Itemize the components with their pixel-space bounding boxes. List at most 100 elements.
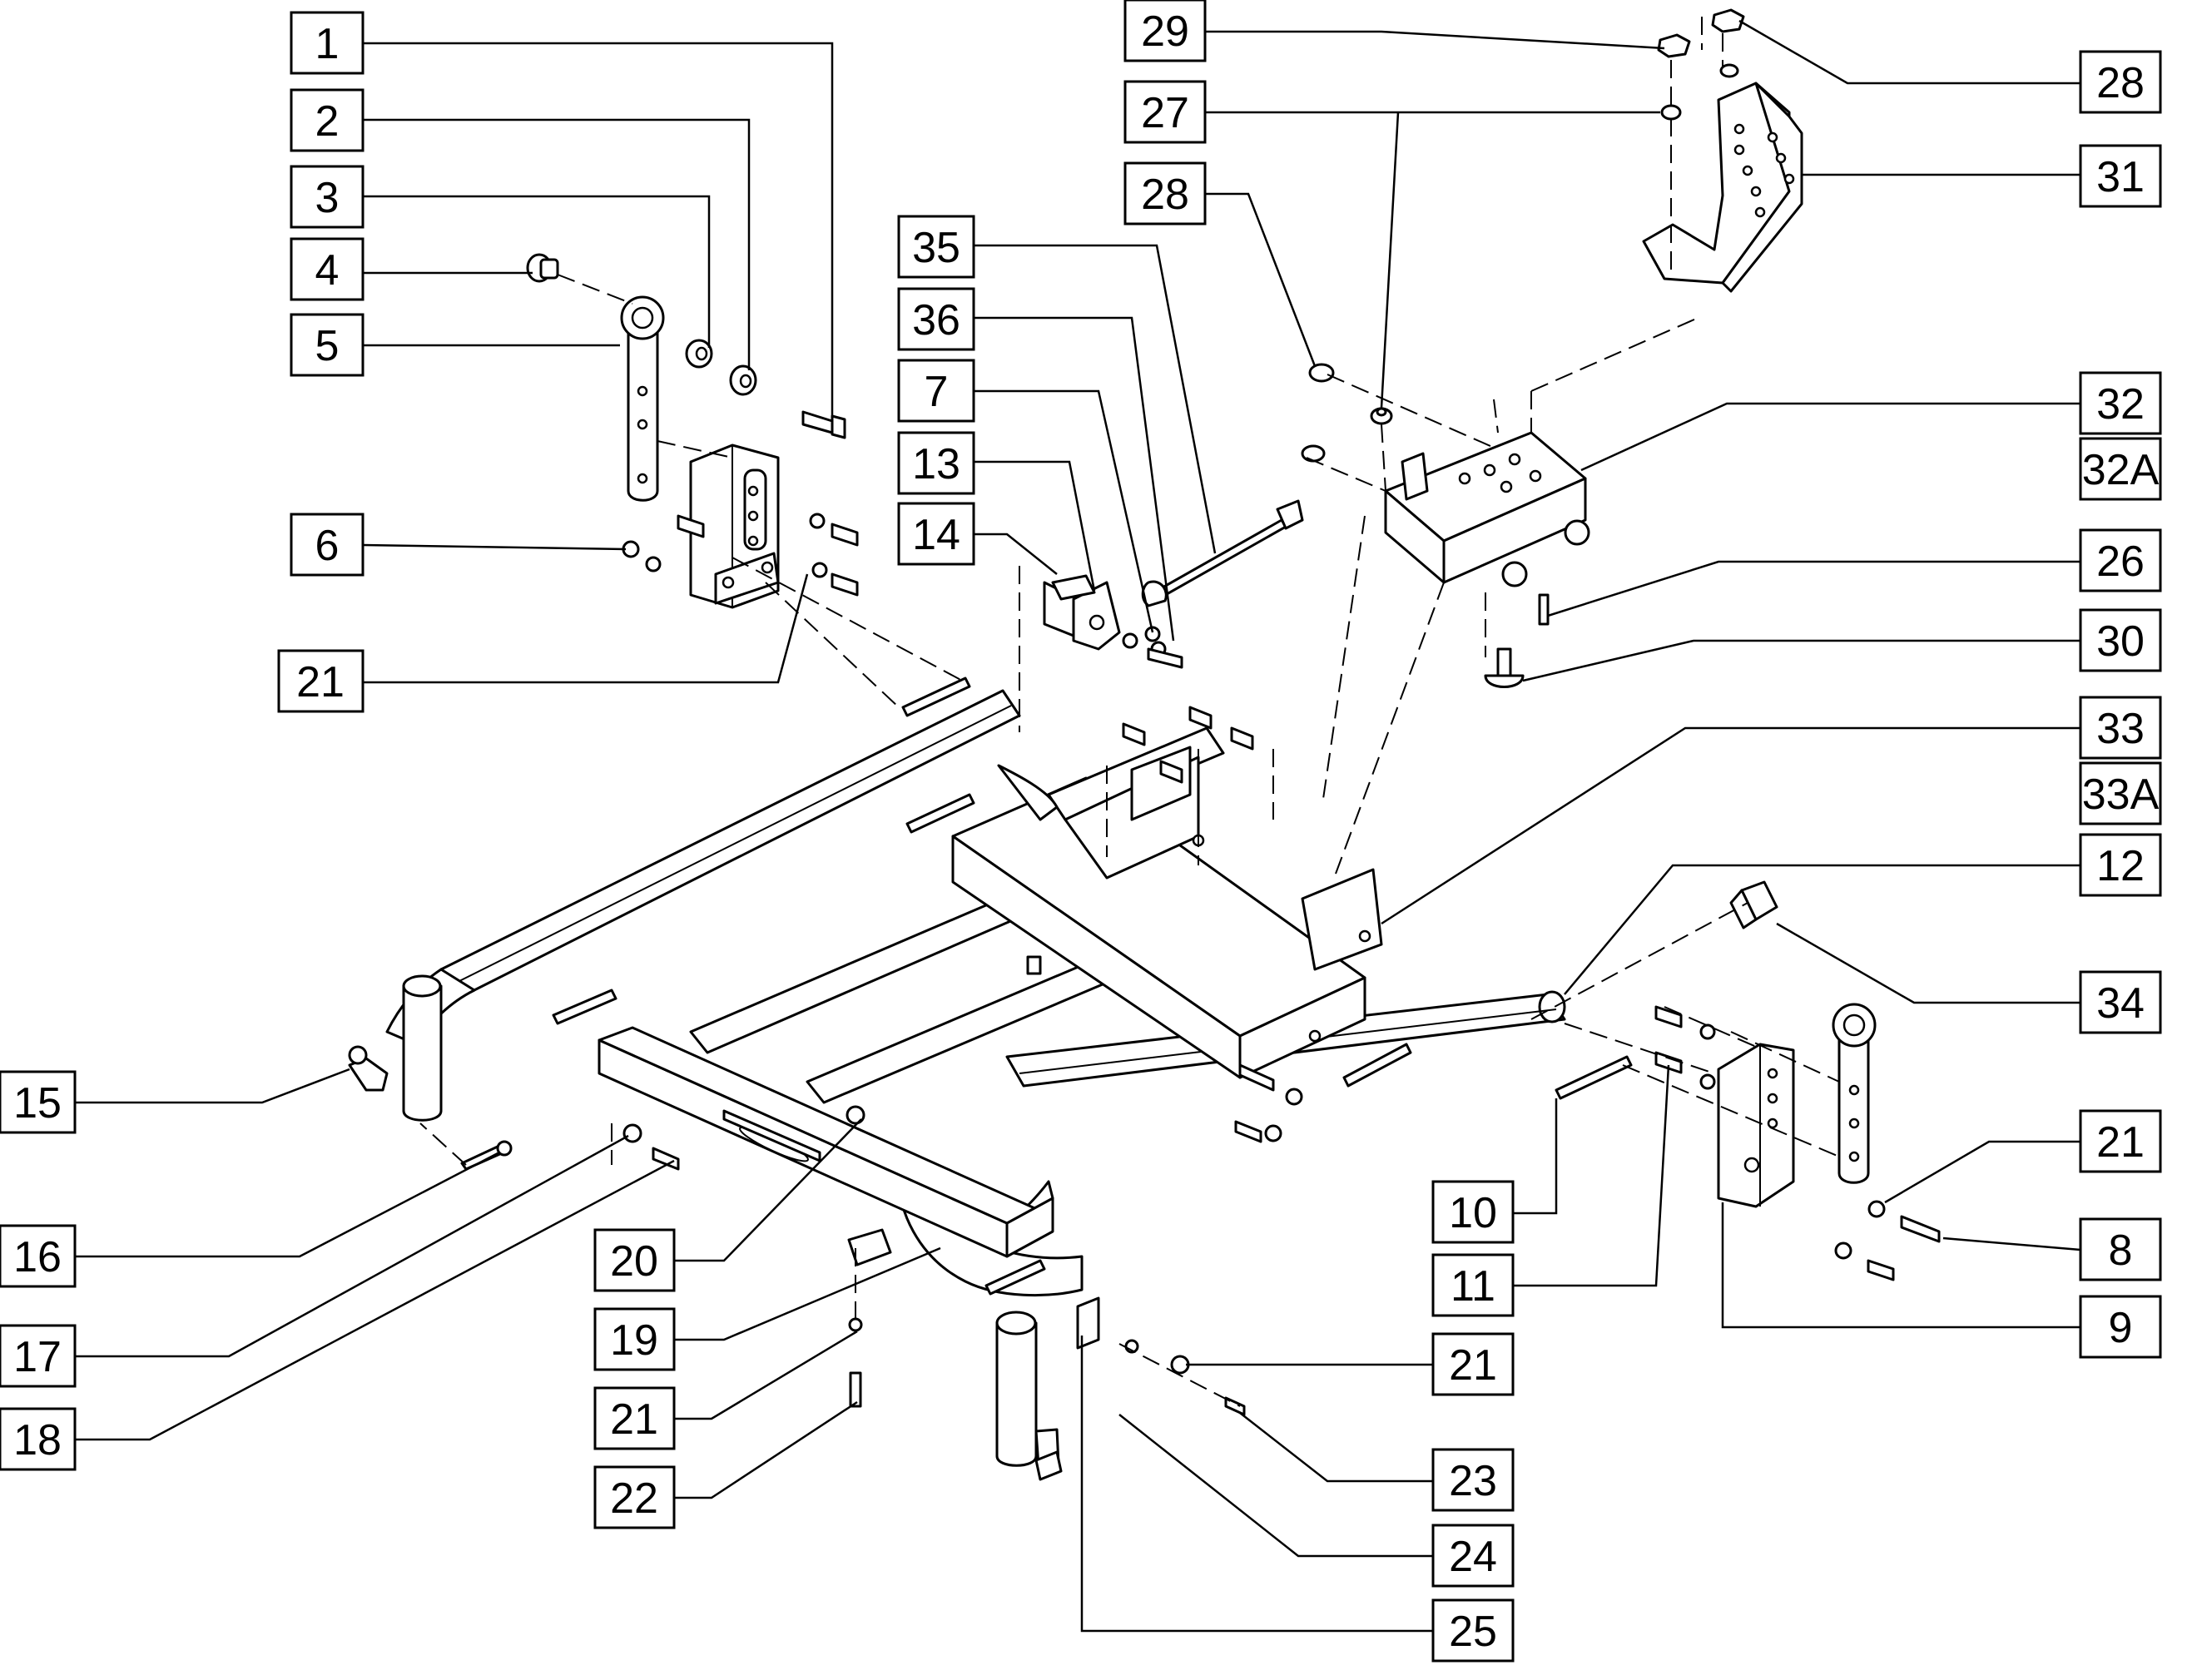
svg-text:4: 4 — [315, 246, 340, 295]
svg-text:19: 19 — [610, 1316, 658, 1365]
callout-13: 13 — [897, 431, 975, 495]
callout-5: 5 — [290, 313, 365, 377]
leader-21b — [1884, 1140, 2080, 1204]
leader-13 — [974, 460, 1096, 592]
svg-text:35: 35 — [912, 224, 960, 272]
leader-29 — [1165, 30, 1665, 50]
svg-text:14: 14 — [912, 511, 960, 559]
leader-23 — [1239, 1412, 1433, 1483]
callout-17: 17 — [0, 1324, 77, 1388]
svg-text:32: 32 — [2096, 380, 2145, 429]
leader-27 — [1165, 111, 1660, 409]
leader-20 — [674, 1118, 862, 1262]
callout-11: 11 — [1431, 1253, 1515, 1317]
callout-33A: 33A — [2079, 761, 2162, 825]
svg-text:11: 11 — [1451, 1262, 1495, 1311]
callout-25: 25 — [1431, 1598, 1515, 1663]
svg-text:23: 23 — [1449, 1457, 1497, 1505]
assembly-lines — [419, 17, 1840, 1407]
callout-21-lower-center: 21 — [1431, 1332, 1515, 1396]
callout-33: 33 — [2079, 696, 2162, 760]
leader-9 — [1721, 1202, 2080, 1329]
callout-12: 12 — [2079, 833, 2162, 897]
callout-36: 36 — [897, 287, 975, 351]
svg-text:26: 26 — [2096, 538, 2145, 586]
callout-22: 22 — [593, 1465, 676, 1529]
svg-text:36: 36 — [912, 296, 960, 344]
svg-text:7: 7 — [925, 368, 949, 416]
leader-3 — [363, 195, 711, 348]
leader-1 — [363, 42, 834, 420]
leader-15 — [75, 1068, 350, 1104]
callout-3: 3 — [290, 165, 365, 229]
leader-34 — [1776, 922, 2080, 1004]
svg-text:16: 16 — [13, 1233, 62, 1281]
leader-2 — [363, 118, 751, 370]
callout-27: 27 — [1123, 80, 1207, 144]
left-upper-bracket — [620, 295, 780, 609]
leader-16 — [75, 1151, 500, 1258]
leader-12 — [1564, 864, 2080, 995]
leader-26 — [1547, 560, 2080, 617]
leader-36 — [974, 316, 1175, 642]
svg-text:21: 21 — [610, 1395, 658, 1444]
svg-text:13: 13 — [912, 440, 960, 488]
leader-30 — [1522, 639, 2080, 682]
callout-34: 34 — [2079, 970, 2162, 1034]
svg-text:21: 21 — [296, 658, 345, 706]
svg-text:2: 2 — [315, 97, 340, 146]
callout-24: 24 — [1431, 1524, 1515, 1588]
svg-text:3: 3 — [315, 174, 340, 222]
callout-7: 7 — [897, 359, 975, 423]
svg-text:34: 34 — [2096, 979, 2145, 1028]
leader-8 — [1942, 1236, 2081, 1251]
svg-text:28: 28 — [2096, 59, 2145, 107]
svg-text:6: 6 — [315, 522, 340, 570]
svg-text:31: 31 — [2096, 153, 2145, 201]
leader-21a — [363, 573, 809, 684]
svg-text:15: 15 — [13, 1079, 62, 1127]
callout-21-lower-left: 21 — [593, 1386, 676, 1450]
svg-text:28: 28 — [1141, 171, 1189, 219]
callout-16: 16 — [0, 1224, 77, 1288]
svg-text:1: 1 — [315, 20, 340, 68]
callout-32: 32 — [2079, 371, 2162, 435]
callout-2: 2 — [290, 88, 365, 152]
svg-text:29: 29 — [1141, 7, 1189, 56]
callout-14: 14 — [897, 502, 975, 566]
callout-30: 30 — [2079, 608, 2162, 672]
callouts: 1 2 3 4 5 6 21 35 36 7 13 14 29 27 28 28… — [0, 0, 2162, 1663]
leader-24 — [1118, 1414, 1433, 1558]
callout-26: 26 — [2079, 528, 2162, 592]
svg-text:33: 33 — [2096, 705, 2145, 753]
svg-text:27: 27 — [1141, 89, 1189, 137]
svg-text:21: 21 — [1449, 1341, 1497, 1390]
svg-text:9: 9 — [2109, 1304, 2133, 1352]
svg-text:8: 8 — [2109, 1227, 2133, 1275]
center-bracket-and-rod — [1043, 499, 1304, 669]
callout-19: 19 — [593, 1307, 676, 1371]
svg-text:21: 21 — [2096, 1118, 2145, 1167]
seat-bracket — [1642, 8, 1803, 293]
callout-8: 8 — [2079, 1217, 2162, 1281]
svg-text:33A: 33A — [2082, 771, 2160, 819]
callout-32A: 32A — [2079, 437, 2162, 501]
leader-7 — [974, 389, 1154, 633]
svg-text:30: 30 — [2096, 617, 2145, 666]
leader-17 — [75, 1134, 629, 1358]
leader-6 — [362, 543, 627, 551]
leader-35 — [974, 244, 1217, 554]
leader-28b — [1738, 19, 2080, 85]
svg-text:25: 25 — [1449, 1608, 1497, 1656]
callout-31: 31 — [2079, 144, 2162, 208]
svg-text:20: 20 — [610, 1237, 658, 1286]
callout-21-upper-left: 21 — [277, 649, 365, 713]
leader-32 — [1580, 402, 2080, 472]
callout-35: 35 — [897, 215, 975, 279]
leader-18 — [75, 1159, 675, 1441]
callout-29: 29 — [1123, 0, 1207, 62]
callout-15: 15 — [0, 1070, 77, 1134]
leader-25 — [1080, 1336, 1433, 1633]
leader-22 — [674, 1400, 858, 1499]
svg-text:12: 12 — [2096, 842, 2145, 890]
